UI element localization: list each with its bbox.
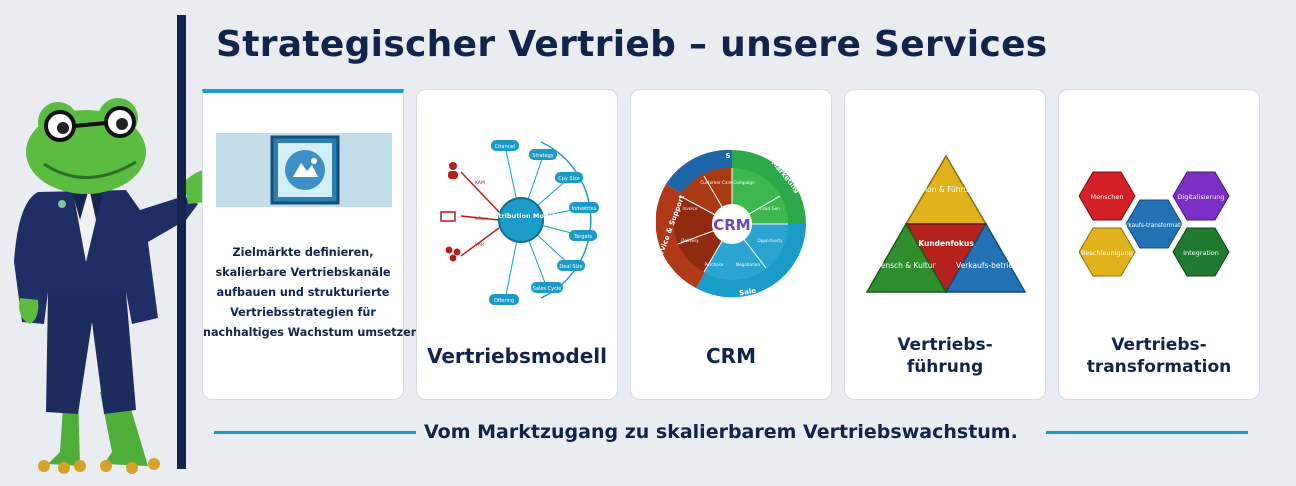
crm-segment: Opportunity	[757, 238, 783, 243]
leadership-triangle-diagram: Vision & Führung Kundenfokus Mensch & Ku…	[865, 154, 1027, 294]
crm-outer-label: S	[725, 152, 730, 160]
intro-line: nachhaltiges Wachstum umsetzen.	[203, 326, 423, 339]
intro-line: aufbauen und strukturierte	[216, 286, 390, 299]
card-label-line: Vertriebs-	[1111, 335, 1207, 355]
branch-label: Channel	[495, 144, 516, 150]
crm-segment: Negotiation	[736, 262, 761, 267]
service-card-vertriebsfuehrung[interactable]: Vision & Führung Kundenfokus Mensch & Ku…	[844, 89, 1046, 400]
card-label: Vertriebs- führung	[845, 334, 1045, 378]
crm-segment: Invoice	[683, 206, 698, 211]
crm-outer-label: Sale	[739, 287, 757, 298]
service-card-crm[interactable]: CRM Campaign Customer Care Lead Gen Oppo…	[630, 89, 832, 400]
card-label: Vertriebs- transformation	[1059, 334, 1259, 378]
branch-label: Deal Size	[559, 264, 582, 270]
left-item-label: KAM	[475, 180, 485, 186]
branch-label: Cpy Size	[558, 176, 579, 182]
hexagon-label: Menschen	[1091, 193, 1124, 201]
branch-label: Industries	[572, 206, 597, 212]
tagline-rule-left	[214, 431, 416, 434]
branch-label: Strategy	[532, 153, 553, 159]
frog-mascot-illustration	[14, 98, 239, 474]
crm-segment: Lead Gen	[760, 206, 780, 211]
intro-line: Zielmärkte definieren,	[232, 246, 374, 259]
card-label: CRM	[706, 344, 756, 368]
left-item-label: VAR	[475, 242, 484, 248]
vertical-divider	[177, 15, 186, 469]
crm-center-label: CRM	[713, 216, 751, 234]
hexagon-label: Digitalisierung	[1177, 193, 1224, 201]
card-label: Vertriebsmodell	[426, 344, 608, 368]
triangle-right-label: Verkaufs-betrieb	[956, 261, 1018, 270]
crm-segment: Customer Care	[700, 180, 732, 185]
hexagon-label: Beschleunigung	[1081, 249, 1133, 257]
page-title: Strategischer Vertrieb – unsere Services	[216, 24, 1048, 65]
distribution-model-diagram: Distribution Model Channel Strategy Cpy …	[440, 140, 599, 305]
intro-description: Zielmärkte definieren, skalierbare Vertr…	[203, 243, 423, 343]
crm-segment: Delivery	[681, 238, 699, 243]
service-card-vertriebstransformation[interactable]: Menschen Verkaufs-transformation Digital…	[1058, 89, 1260, 400]
crm-cycle-diagram: CRM Campaign Customer Care Lead Gen Oppo…	[656, 149, 806, 298]
intro-line: Vertriebsstrategien für	[230, 306, 376, 319]
hexagon-label: Integration	[1183, 249, 1219, 257]
distribution-center-line1: Distribution Model	[487, 212, 555, 220]
card-label-line: Vertriebs-	[897, 335, 993, 355]
triangle-center-label: Kundenfokus	[918, 239, 974, 248]
crm-segment: Purchase	[704, 262, 723, 267]
intro-card: Zielmärkte definieren, skalierbare Vertr…	[202, 89, 423, 400]
intro-line: skalierbare Vertriebskanäle	[215, 266, 391, 279]
target-icon-banner	[216, 133, 392, 207]
card-label-line: transformation	[1086, 357, 1232, 377]
left-item-label: eCom	[475, 216, 488, 222]
tagline: Vom Marktzugang zu skalierbarem Vertrieb…	[424, 421, 1018, 443]
branch-label: Targets	[573, 234, 592, 240]
hexagon-label: Verkaufs-transformation	[1119, 223, 1189, 229]
branch-label: Offering	[494, 298, 514, 304]
service-card-vertriebsmodell[interactable]: Distribution Model Channel Strategy Cpy …	[416, 89, 618, 400]
tagline-rule-right	[1046, 431, 1248, 434]
crm-segment: Campaign	[733, 180, 755, 185]
branch-label: Sales Cycle	[533, 286, 562, 292]
card-label-line: führung	[906, 357, 984, 377]
triangle-top-label: Vision & Führung	[914, 185, 978, 194]
transformation-hexagon-diagram: Menschen Verkaufs-transformation Digital…	[1079, 171, 1230, 277]
triangle-left-label: Mensch & Kultur	[874, 261, 936, 270]
